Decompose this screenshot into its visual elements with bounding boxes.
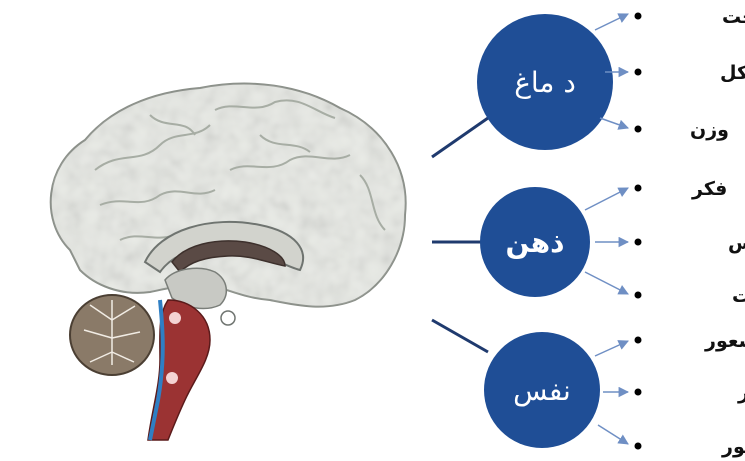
bullet-icon <box>635 126 642 133</box>
item-label: احسا س <box>728 232 745 254</box>
circle-mind-label: ذهن <box>506 226 565 259</box>
bullet-icon <box>635 337 642 344</box>
bullet-icon <box>635 239 642 246</box>
group-mind: ذهن فکر احسا س یا دا بت <box>480 178 745 307</box>
mind-item-memory: یا دا بت <box>585 272 745 307</box>
brain-item-shape: شکل <box>605 62 745 84</box>
bullet-icon <box>635 292 642 299</box>
bullet-icon <box>635 13 642 20</box>
item-label: وزن <box>690 119 729 141</box>
brain-illustration <box>51 84 406 440</box>
item-label: فکر <box>691 178 727 200</box>
mind-item-thought: فکر <box>585 178 727 210</box>
bullet-icon <box>635 69 642 76</box>
bullet-icon <box>635 185 642 192</box>
self-item-subconscious: زیرشعور <box>603 382 745 404</box>
item-label: زیرشعور <box>737 382 745 404</box>
item-label: لاشعور <box>721 436 745 458</box>
cerebellum <box>70 295 154 375</box>
circle-self-label: نفس <box>513 374 571 407</box>
self-item-unconscious: لاشعور <box>598 425 745 458</box>
group-self: نفس شعور زیرشعور لاشعور <box>484 330 745 458</box>
connector-top <box>432 118 488 157</box>
self-item-consciousness: شعور <box>595 330 745 356</box>
bullet-icon <box>635 443 642 450</box>
connector-bottom <box>432 320 488 352</box>
item-label: شکل <box>720 62 745 84</box>
bullet-icon <box>635 389 642 396</box>
circle-brain-label: د ماغ <box>514 66 576 99</box>
item-label: شعور <box>704 330 745 352</box>
item-label: یا دا بت <box>732 285 745 307</box>
item-label: ساخت <box>722 6 745 28</box>
connectors <box>432 118 488 352</box>
mind-item-feeling: احسا س <box>595 232 745 254</box>
brain-item-structure: ساخت <box>595 6 745 30</box>
group-brain: د ماغ ساخت شکل وزن <box>477 6 745 150</box>
brain-item-weight: وزن <box>600 118 729 141</box>
